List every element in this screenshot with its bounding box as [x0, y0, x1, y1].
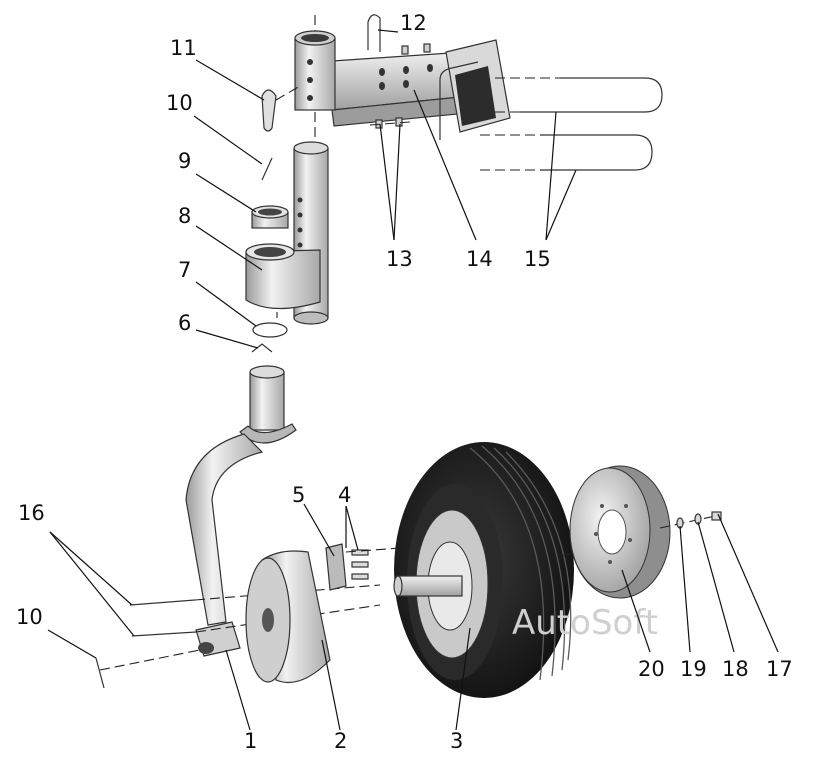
hitch-pin	[367, 14, 381, 52]
bracket-end-recess	[455, 66, 496, 126]
leader-19	[679, 525, 691, 653]
leader-lines	[47, 29, 779, 731]
wheel-axle-end	[393, 575, 403, 597]
callout-4: 4	[338, 483, 351, 507]
clamp-sleeve-bore	[254, 247, 286, 257]
axle-bolt-upper	[129, 599, 196, 606]
u-bolt-upper	[520, 77, 663, 113]
leader-9	[195, 173, 257, 213]
fork-leg	[185, 433, 264, 626]
callout-5: 5	[292, 483, 305, 507]
wheel-bolts	[351, 549, 369, 580]
bracket-tube	[294, 37, 336, 111]
spacer-plate	[325, 543, 347, 591]
callout-20: 20	[638, 657, 665, 681]
pin-axis-lower	[99, 649, 201, 671]
callout-15: 15	[524, 247, 551, 271]
wheel-with-tire	[393, 442, 601, 698]
leader-4a	[345, 505, 359, 551]
leader-17	[717, 513, 779, 653]
callout-6: 6	[178, 311, 191, 335]
leader-11	[195, 59, 265, 101]
leader-13b	[393, 123, 401, 241]
spring-clip	[261, 89, 277, 132]
lock-pin-upper	[261, 157, 273, 181]
axle-block-bore	[198, 642, 214, 654]
callout-19: 19	[680, 657, 707, 681]
leader-15a	[545, 111, 557, 241]
bracket-tube-bore	[301, 34, 329, 42]
spacer-and-bolts	[325, 543, 401, 591]
leader-14	[413, 89, 477, 241]
tire-tread	[469, 445, 572, 681]
callout-1: 1	[244, 729, 257, 753]
shaft-holes	[297, 197, 303, 248]
leader-10-upper	[193, 115, 263, 165]
leader-8	[195, 225, 263, 271]
callout-10-upper: 10	[166, 91, 193, 115]
fastener-axis	[659, 514, 721, 529]
snap-ring	[252, 322, 288, 338]
lock-pin-lower	[95, 657, 105, 689]
leader-15b	[545, 169, 577, 241]
caster-stem-top	[249, 365, 285, 379]
shaft-top	[293, 141, 329, 155]
clamp-sleeve	[245, 249, 321, 310]
collar-upper-bore	[258, 208, 282, 216]
bracket-assembly	[261, 14, 663, 318]
bracket-arm-holes	[379, 64, 433, 90]
leader-1	[225, 649, 251, 731]
callout-labels: 1 2 3 4 5 6 7 8 9 10 10 11 12 13 14 15 1…	[16, 11, 793, 753]
callout-2: 2	[334, 729, 347, 753]
bolt-axis-line	[369, 121, 411, 126]
leader-3	[455, 627, 471, 731]
u-bolt-lower	[540, 134, 653, 171]
callout-18: 18	[722, 657, 749, 681]
wheel-axle	[397, 575, 463, 597]
callout-8: 8	[178, 204, 191, 228]
callout-12: 12	[400, 11, 427, 35]
cover-disc	[569, 465, 722, 599]
leader-18	[697, 521, 735, 653]
leader-7	[195, 281, 257, 327]
leader-6	[195, 329, 259, 349]
callout-11: 11	[170, 36, 197, 60]
callout-14: 14	[466, 247, 493, 271]
cover-disc-bolt-holes	[594, 504, 632, 564]
leader-12	[377, 29, 399, 33]
callout-10-lower: 10	[16, 605, 43, 629]
caster-stem	[249, 371, 285, 431]
fasteners	[676, 511, 722, 529]
watermark: AutoSoft	[512, 603, 658, 643]
cover-disc-hole	[597, 509, 627, 555]
cotter-pin	[251, 343, 273, 353]
axle-bolt-lower	[131, 631, 197, 637]
caster-fork	[95, 365, 381, 689]
hub-drum	[245, 550, 331, 684]
bracket-frame-bar	[439, 61, 479, 140]
shaft-bottom	[293, 311, 329, 325]
callout-7: 7	[178, 258, 191, 282]
caster-hub	[239, 423, 297, 444]
callout-9: 9	[178, 149, 191, 173]
leader-5	[303, 503, 335, 557]
callout-17: 17	[766, 657, 793, 681]
leader-10-lower	[47, 629, 97, 659]
leader-2	[321, 639, 341, 731]
shaft-assembly	[245, 141, 329, 353]
leader-13a	[379, 123, 395, 241]
hub-drum-bore	[262, 608, 274, 632]
callout-16: 16	[18, 501, 45, 525]
wheel-bolt-axis	[345, 547, 401, 553]
leader-20	[621, 569, 651, 653]
callout-3: 3	[450, 729, 463, 753]
callout-13: 13	[386, 247, 413, 271]
leader-16a	[49, 531, 133, 606]
bracket-tube-holes	[307, 59, 313, 101]
leader-16b	[49, 531, 135, 637]
clip-axis-line	[275, 85, 301, 101]
